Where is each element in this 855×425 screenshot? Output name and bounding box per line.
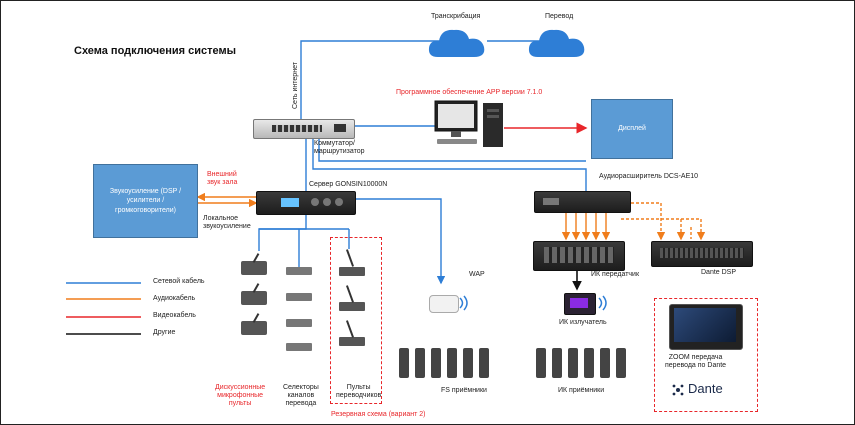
transcription-cloud-icon: [428, 29, 485, 57]
ir-emitter-signal-icon: [598, 295, 607, 311]
dante-dsp-device: [651, 241, 753, 267]
router-label: Коммутатор/ маршрутизатор: [314, 140, 365, 156]
wap-label: WAP: [469, 271, 485, 278]
dante-logo-icon: [672, 384, 684, 396]
diagram-title: Схема подключения системы: [74, 45, 237, 57]
router-device: [253, 119, 355, 139]
channel-selectors-label: Селекторы каналов перевода: [283, 384, 319, 408]
translation-label: Перевод: [545, 13, 574, 20]
fs-receivers-group: [399, 348, 494, 378]
transcription-label: Транскрибация: [431, 13, 481, 20]
ir-emitter-device: [564, 293, 596, 315]
expander-label: Аудиорасширитель DCS-AE10: [599, 173, 699, 180]
dante-logo: Dante: [671, 381, 731, 398]
translation-cloud-icon: [528, 29, 585, 57]
ir-receivers-group: [536, 348, 636, 378]
legend-network-label: Сетевой кабель: [153, 278, 205, 285]
channel-selectors-group: [286, 263, 316, 353]
ir-transmitter-label: ИК передатчик: [591, 271, 640, 278]
wap-device: [429, 295, 459, 313]
legend-other-label: Другие: [153, 329, 176, 336]
laptop-device: [669, 304, 743, 350]
dante-logo-text: Dante: [688, 381, 723, 396]
backup-scheme-box: [330, 237, 382, 404]
local-sound-label: Локальное звукоусиление: [203, 215, 251, 231]
sound-reinforcement-box: Звукоусиление (DSP / усилители / громког…: [93, 164, 198, 238]
server-label: Сервер GONSIN10000N: [309, 181, 388, 188]
fs-receivers-label: FS приёмники: [441, 387, 487, 394]
ir-transmitter-device: [533, 241, 625, 271]
discussion-units-group: [241, 253, 276, 348]
legend-video-label: Видеокабель: [153, 312, 196, 319]
ir-emitter-label: ИК излучатель: [559, 319, 607, 326]
computer-icon: [434, 100, 503, 147]
interpreter-units-group: [339, 247, 369, 352]
wap-signal-icon: [459, 295, 468, 311]
zoom-dante-box: [654, 298, 758, 412]
audio-expander-device: [534, 191, 631, 213]
backup-scheme-label: Резервная схема (вариант 2): [331, 411, 426, 418]
internet-label: Сеть интернет: [292, 62, 299, 109]
line-internet: [300, 40, 441, 121]
legend-audio-label: Аудиокабель: [153, 295, 196, 302]
line-server-wap: [351, 198, 446, 285]
external-sound-label: Внешний звук зала: [207, 171, 238, 187]
discussion-units-label: Дискуссионные микрофонные пульты: [215, 384, 266, 408]
display-box: Дисплей: [591, 99, 673, 159]
line-router-expander: [312, 136, 587, 191]
dante-dsp-label: Dante DSP: [701, 269, 737, 276]
software-label: Программное обеспечение APP версии 7.1.0: [396, 89, 543, 96]
interpreter-units-label: Пульты переводчиков: [336, 384, 382, 400]
zoom-label: ZOOM передача перевода по Dante: [665, 354, 727, 370]
server-device: [256, 191, 356, 215]
ir-receivers-label: ИК приёмники: [558, 387, 605, 394]
